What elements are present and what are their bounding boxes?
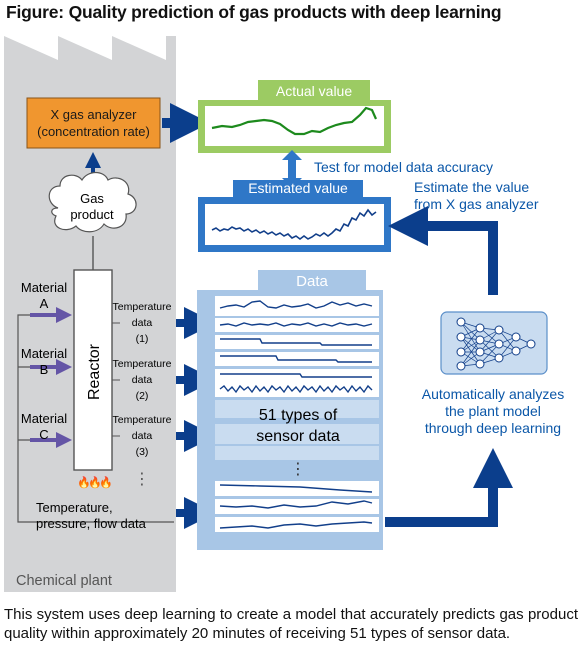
temperature-data-3-line1: Temperature [113, 414, 172, 426]
estimate-note-line2: from X gas analyzer [414, 196, 539, 212]
temperature-data-2-line1: Temperature [113, 358, 172, 370]
tpf-label-line2: pressure, flow data [36, 516, 147, 531]
actual-value-panel: Actual value [198, 80, 391, 153]
temperature-data-2-line3: (2) [136, 390, 149, 402]
flame-icon: 🔥 [99, 476, 113, 489]
estimate-note-line1: Estimate the value [414, 179, 529, 195]
temperature-taps: Temperature data (1) Temperature data (2… [112, 301, 172, 488]
temperature-data-2-line2: data [132, 374, 153, 386]
gas-product-cloud: Gas product [48, 171, 137, 233]
material-a-line2: A [40, 296, 49, 311]
analyzer-label-line1: X gas analyzer [51, 107, 138, 122]
temperature-data-3-line2: data [132, 430, 153, 442]
arrow-data-to-model [385, 448, 513, 527]
actual-value-label: Actual value [276, 83, 352, 99]
estimated-value-label: Estimated value [248, 180, 348, 196]
material-c-line2: C [39, 427, 48, 442]
temperature-data-1-line3: (1) [136, 333, 149, 345]
temperature-data-1-line1: Temperature [113, 301, 172, 313]
temperature-ellipsis: ⋮ [134, 471, 150, 488]
data-panel-center-line2: sensor data [256, 428, 340, 445]
material-b-line1: Material [21, 346, 67, 361]
data-panel-ellipsis: ⋮ [290, 461, 306, 478]
actual-value-line [211, 106, 378, 136]
chemical-plant-label: Chemical plant [16, 573, 112, 589]
gas-product-line2: product [70, 207, 114, 222]
tpf-label-line1: Temperature, [36, 500, 113, 515]
reactor-vessel: Reactor 🔥 🔥 🔥 [73, 269, 113, 489]
arrow-model-to-estimate [388, 206, 498, 295]
material-b-line2: B [40, 362, 49, 377]
material-feed: Material A Material B Material C [17, 280, 174, 523]
neural-network-icon [440, 311, 548, 375]
diagram: Chemical plant X gas analyzer (concentra… [4, 36, 564, 592]
flame-icon: 🔥 [88, 476, 102, 489]
data-panel-center-line1: 51 types of [259, 407, 338, 424]
temperature-data-3-line3: (3) [136, 446, 149, 458]
arrows-to-data [176, 307, 216, 529]
reactor-label: Reactor [86, 343, 103, 400]
figure-title: Figure: Quality prediction of gas produc… [6, 2, 502, 22]
estimated-value-line [211, 208, 377, 240]
x-gas-analyzer-box: X gas analyzer (concentration rate) [26, 97, 161, 149]
deep-learning-line1: Automatically analyzes [422, 386, 564, 402]
data-panel: Data 51 types of sensor data ⋮ [197, 270, 383, 550]
flame-icon: 🔥 [77, 476, 91, 489]
material-a-line1: Material [21, 280, 67, 295]
test-accuracy-label: Test for model data accuracy [314, 159, 493, 175]
deep-learning-line3: through deep learning [425, 420, 561, 436]
material-c-line1: Material [21, 411, 67, 426]
gas-product-line1: Gas [80, 191, 104, 206]
deep-learning-line2: the plant model [445, 403, 541, 419]
data-panel-label: Data [296, 273, 328, 290]
figure-caption: This system uses deep learning to create… [4, 606, 578, 642]
estimated-value-panel: Estimated value [198, 180, 391, 252]
analyzer-label-line2: (concentration rate) [37, 124, 150, 139]
temperature-data-1-line2: data [132, 317, 153, 329]
